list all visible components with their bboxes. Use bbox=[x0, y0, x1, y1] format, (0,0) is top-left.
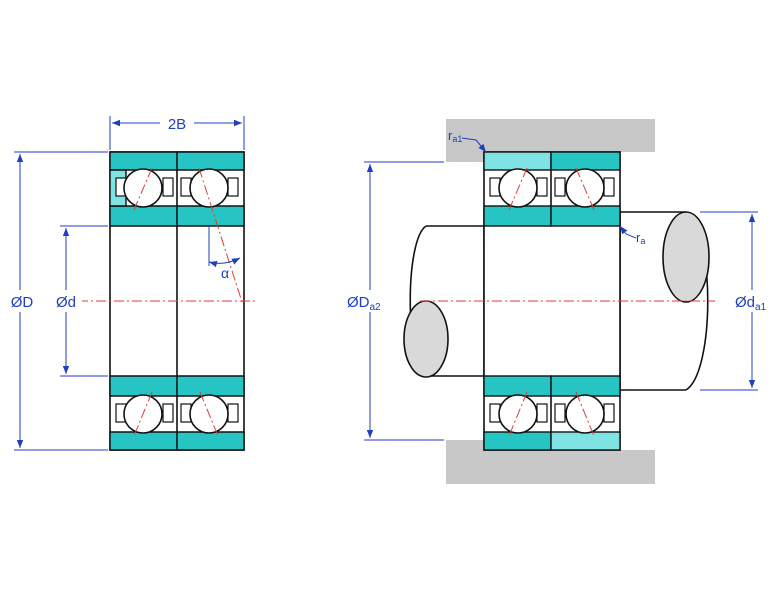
outer-diameter-label: ØD bbox=[11, 294, 34, 311]
shaft-radius-label: ra bbox=[636, 230, 645, 246]
shaft-radius-leader bbox=[619, 225, 637, 239]
housing-radius-label: ra1 bbox=[448, 128, 462, 144]
housing-diameter-label: ØDa2 bbox=[347, 294, 381, 313]
assembly-cell-bottom-left bbox=[483, 375, 552, 451]
shaft bbox=[403, 211, 710, 391]
assembly-cell-top-right bbox=[550, 151, 621, 227]
bearing-cell-top-right bbox=[176, 151, 245, 227]
assembly-cell-bottom-right bbox=[550, 375, 621, 451]
width-label: 2B bbox=[168, 116, 186, 133]
right-assembly-view: ØDa2 Øda1 ra1 ra bbox=[344, 119, 775, 484]
assembly-cell-top-left bbox=[483, 151, 552, 227]
contact-angle-arc bbox=[208, 257, 241, 268]
left-bearing-view: α 2B ØD Ød bbox=[5, 113, 255, 451]
ball bbox=[189, 168, 229, 208]
contact-angle-label: α bbox=[221, 265, 229, 281]
housing-bottom bbox=[446, 440, 655, 484]
bore-diameter-label: Ød bbox=[56, 294, 76, 311]
bearing-cell-bottom-right bbox=[176, 375, 245, 451]
housing-radius-leader bbox=[461, 137, 487, 153]
contact-angle-line bbox=[198, 167, 244, 306]
shaft-diameter-label: Øda1 bbox=[735, 294, 767, 313]
